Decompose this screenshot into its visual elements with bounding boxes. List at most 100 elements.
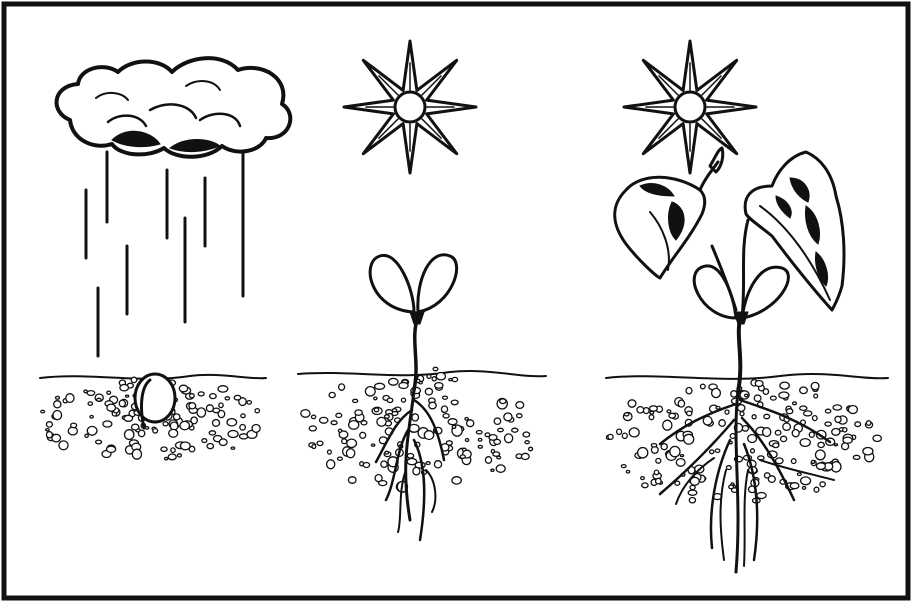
soil-pebble [521,453,529,459]
soil-pebble [436,373,445,380]
soil-pebble [46,429,49,431]
soil-pebble [161,447,167,451]
soil-pebble [84,390,87,393]
soil-pebble [726,466,731,470]
soil-pebble [485,457,491,464]
soil-pebble [424,431,433,440]
soil-pebble [494,439,501,444]
soil-pebble [320,417,328,423]
soil-pebble [498,428,504,431]
soil-pebble [676,459,685,467]
soil-pebble [169,429,178,437]
soil-pebble [381,461,387,467]
soil-pebble [866,421,870,426]
soil-pebble [719,420,725,427]
soil-pebble [125,430,134,440]
soil-pebble [814,394,818,398]
soil-pebble [180,421,189,429]
soil-pebble [87,391,95,396]
soil-pebble [465,418,468,421]
soil-pebble [738,405,745,412]
soil-pebble [781,436,787,441]
soil-pebble [478,438,482,441]
soil-pebble [661,444,667,450]
soil-pebble [712,388,721,397]
soil-pebble [641,477,645,480]
soil-pebble [126,395,129,397]
soil-pebble [131,377,137,382]
soil-pebble [119,400,125,407]
soil-pebble [207,444,213,449]
soil-pebble [710,450,714,454]
soil-pebble [825,422,831,426]
soil-pebble [331,421,337,425]
soil-pebble [329,392,335,397]
soil-pebble [360,432,366,438]
soil-pebble [757,493,766,499]
soil-pebble [448,419,457,425]
soil-pebble [355,410,362,415]
soil-pebble [740,412,744,416]
soil-pebble [649,415,654,420]
soil-pebble [656,458,661,463]
soil-pebble [688,490,697,495]
soil-pebble [371,444,374,446]
soil-pebble [763,389,768,395]
soil-pebble [797,473,801,476]
soil-pebble [843,428,847,432]
soil-pebble [219,439,227,446]
soil-pebble [770,396,776,400]
soil-pebble [651,444,656,447]
soil-pebble [751,449,755,453]
soil-pebble [763,428,771,437]
soil-pebble [780,382,789,389]
sun-disc [395,92,425,122]
soil-pebble [346,449,354,458]
diagram-border [4,4,908,598]
soil-pebble [385,451,389,454]
soil-pebble [426,462,430,465]
soil-pebble [252,425,260,433]
soil-pebble [452,377,457,381]
soil-pebble [66,394,74,403]
soil-pebble [301,410,310,418]
soil-pebble [816,450,826,460]
soil-pebble [87,426,97,435]
soil-pebble [132,424,139,430]
soil-pebble [107,391,111,394]
soil-pebble [234,395,241,400]
soil-pebble [312,415,316,419]
soil-pebble [41,410,45,413]
soil-pebble [441,406,447,412]
soil-pebble [800,439,810,447]
soil-pebble [374,397,377,400]
soil-pebble [435,383,443,389]
sun-disc [675,92,705,122]
soil-pebble [338,457,343,460]
soil-pebble [88,402,92,405]
soil-pebble [342,439,347,444]
soil-pebble [848,406,857,414]
soil-pebble [638,448,648,458]
soil-pebble [153,429,158,433]
soil-pebble [120,385,129,391]
soil-pebble [700,384,705,389]
soil-pebble [213,408,220,413]
soil-pebble [228,431,238,438]
soil-pebble [197,408,206,417]
soil-pebble [452,477,461,484]
soil-pebble [309,426,316,431]
soil-pebble [327,460,335,469]
soil-pebble [529,447,533,450]
soil-pebble [138,430,144,437]
soil-pebble [622,433,627,438]
soil-pebble [53,411,62,420]
soil-pebble [745,394,748,397]
soil-pebble [52,434,61,442]
soil-pebble [642,483,648,488]
soil-pebble [433,367,438,370]
soil-pebble [227,419,237,426]
soil-pebble [407,454,413,459]
soil-pebble [59,441,68,450]
soil-pebble [231,447,235,449]
